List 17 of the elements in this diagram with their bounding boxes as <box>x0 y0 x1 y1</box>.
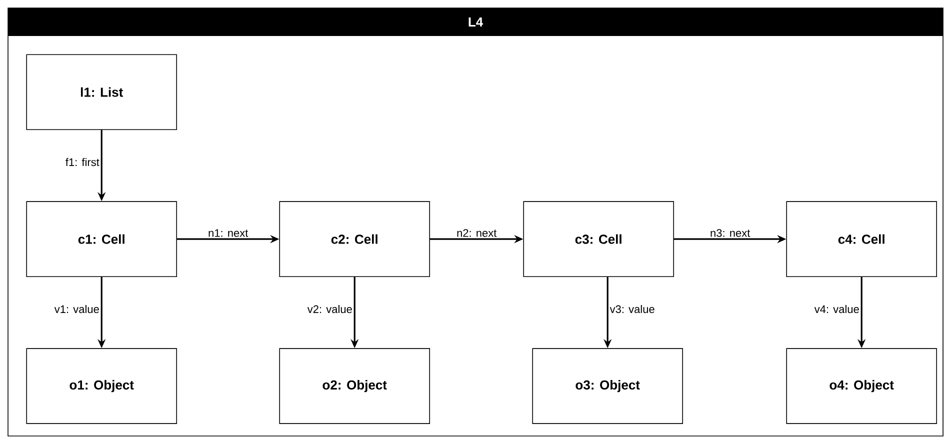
edge-label: v3: value <box>610 305 654 314</box>
class-box: o1: Object <box>26 348 178 424</box>
edge-label: v4: value <box>814 305 859 314</box>
class-box: c3: Cell <box>523 201 674 277</box>
edge-label: v1: value <box>54 305 99 314</box>
class-box: o3: Object <box>532 348 683 424</box>
class-box: c4: Cell <box>786 201 937 277</box>
edge-label: v2: value <box>307 305 352 314</box>
class-box: c2: Cell <box>279 201 430 277</box>
edge-label: n3: next <box>710 229 750 237</box>
class-box: l1: List <box>26 54 178 130</box>
edge-label: n2: next <box>457 229 497 237</box>
class-box: o2: Object <box>279 348 430 424</box>
edge-label: f1: first <box>66 158 100 166</box>
edge-label: n1: next <box>208 229 248 237</box>
class-box: o4: Object <box>786 348 937 424</box>
class-box: c1: Cell <box>26 201 178 277</box>
